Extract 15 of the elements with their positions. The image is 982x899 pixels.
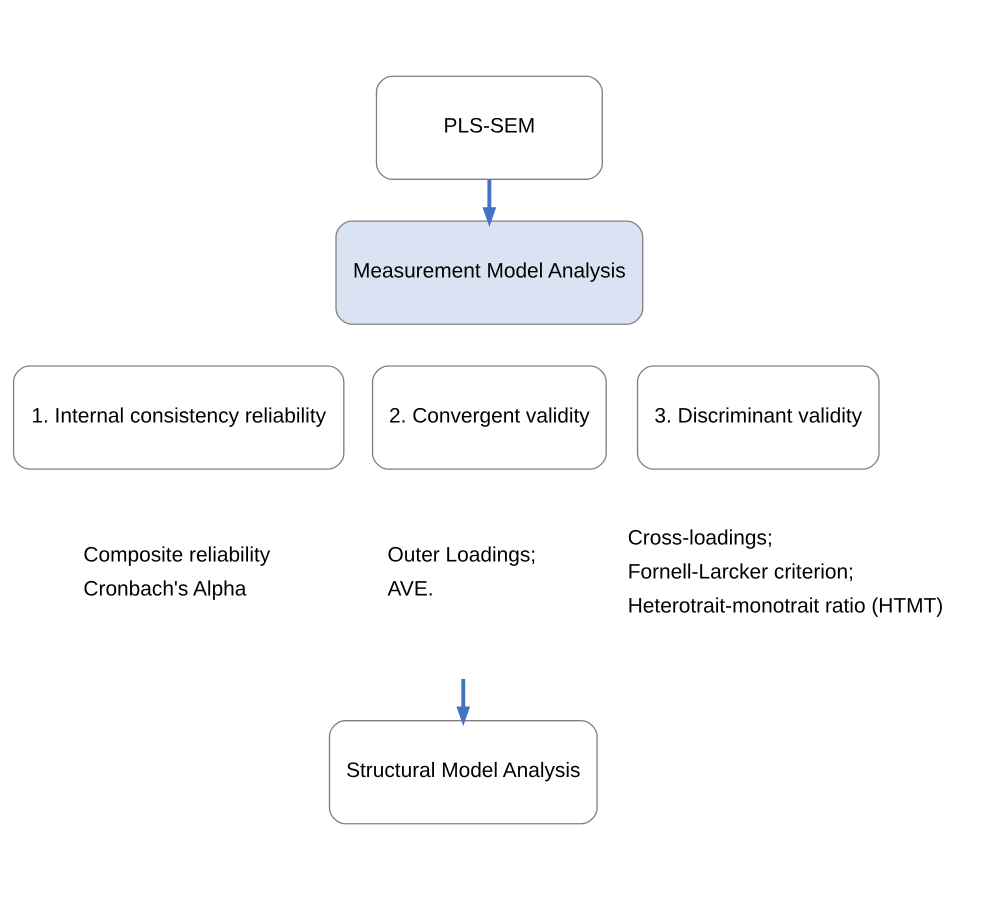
node-label: AVE. bbox=[388, 576, 434, 600]
node-label: Cross-loadings; bbox=[628, 526, 773, 550]
node-label: Cronbach's Alpha bbox=[83, 576, 246, 600]
node-box: Structural Model Analysis bbox=[328, 720, 598, 824]
node-box: 2. Convergent validity bbox=[372, 364, 607, 470]
node-box: Measurement Model Analysis bbox=[335, 220, 644, 324]
node-box: PLS-SEM bbox=[376, 75, 603, 180]
node-label: Heterotrait-monotrait ratio (HTMT) bbox=[628, 594, 944, 617]
node-label: Outer Loadings; bbox=[388, 543, 536, 566]
node-box: 1. Internal consistency reliability bbox=[12, 364, 344, 470]
node-label: Composite reliability bbox=[83, 543, 270, 566]
arrow bbox=[456, 678, 470, 726]
node-label: Fornell-Larcker criterion; bbox=[628, 560, 854, 583]
node-box: 3. Discriminant validity bbox=[636, 364, 880, 470]
arrow bbox=[482, 179, 496, 226]
